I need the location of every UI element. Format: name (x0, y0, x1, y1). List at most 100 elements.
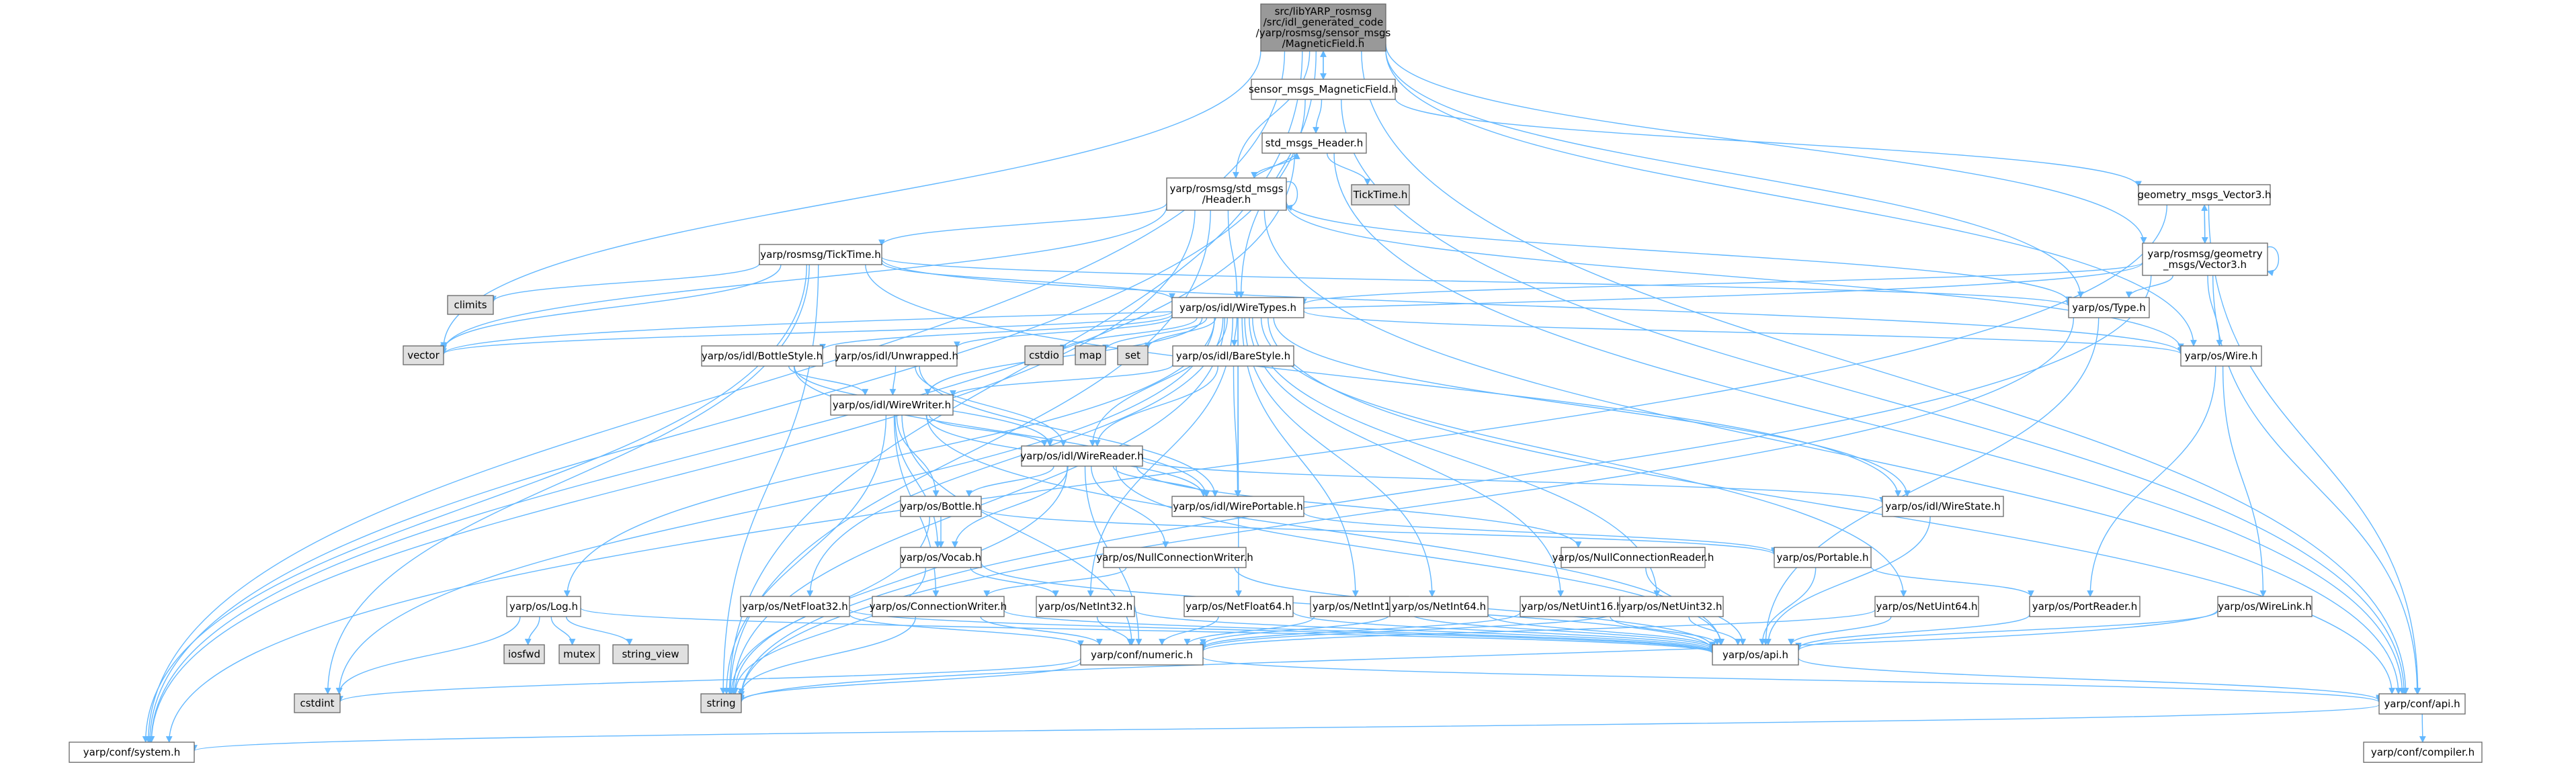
node-confapi[interactable]: yarp/conf/api.h (2378, 693, 2466, 715)
node-netint32[interactable]: yarp/os/NetInt32.h (1036, 596, 1135, 617)
include-edge-rosmsg_header-to-oswire (1286, 204, 2184, 351)
node-label: std_msgs_Header.h (1265, 137, 1364, 150)
node-rosmsg_ticktime[interactable]: yarp/rosmsg/TickTime.h (759, 244, 882, 265)
include-edge-osbottle-to-osportable (981, 508, 1778, 555)
include-edge-wiretypes-to-netfloat32 (806, 317, 1224, 597)
include-edge-netint16-to-osapi (1408, 612, 1716, 651)
include-edge-wiretypes-to-cstdio (1060, 317, 1198, 351)
node-confnumeric[interactable]: yarp/conf/numeric.h (1080, 644, 1204, 666)
node-std_hdr[interactable]: std_msgs_Header.h (1261, 132, 1367, 154)
include-edge-connwriter-to-osapi (1003, 610, 1716, 654)
node-label: yarp/os/NetUint32.h (1620, 600, 1722, 613)
node-box (1351, 184, 1410, 206)
include-edge-root-to-string (726, 50, 1303, 694)
node-label: TickTime.h (1353, 189, 1408, 201)
include-edge-barestyle-to-wirereader (1093, 365, 1218, 447)
node-box (835, 345, 958, 367)
node-oslog[interactable]: yarp/os/Log.h (506, 596, 581, 617)
node-box (506, 596, 581, 617)
node-box (1021, 445, 1143, 467)
node-box (69, 742, 195, 763)
include-edge-osapi-to-confapi (1798, 658, 2382, 702)
node-label: yarp/os/Wire.h (2185, 350, 2258, 362)
include-edge-connwriter-to-string (738, 616, 917, 695)
node-netint64[interactable]: yarp/os/NetInt64.h (1389, 596, 1489, 617)
node-label: yarp/os/idl/Unwrapped.h (835, 350, 958, 362)
include-edge-wireportable-to-osportable (1303, 511, 1778, 554)
include-edge-netfloat64-to-confnumeric (1159, 616, 1219, 645)
node-label: yarp/os/idl/WireReader.h (1020, 450, 1144, 462)
include-edge-confapi-to-confcompiler (2419, 713, 2426, 743)
node-wirewriter[interactable]: yarp/os/idl/WireWriter.h (830, 394, 954, 416)
include-edge-rosmsg_ticktime-to-string (720, 264, 819, 694)
include-edge-oslog-to-iosfwd (524, 616, 540, 645)
node-box (872, 596, 1005, 617)
node-label: yarp/os/NetFloat64.h (1186, 600, 1292, 613)
node-vocab[interactable]: yarp/os/Vocab.h (900, 547, 982, 568)
node-wiretypes[interactable]: yarp/os/idl/WireTypes.h (1171, 297, 1304, 318)
node-oswire[interactable]: yarp/os/Wire.h (2180, 345, 2262, 367)
node-rosmsg_header[interactable]: yarp/rosmsg/std_msgs/Header.h (1166, 177, 1287, 211)
node-wireportable[interactable]: yarp/os/idl/WirePortable.h (1171, 496, 1304, 517)
node-wirestate[interactable]: yarp/os/idl/WireState.h (1882, 496, 2004, 517)
node-wirereader[interactable]: yarp/os/idl/WireReader.h (1020, 445, 1144, 467)
include-edge-rosmsg_header-to-rosmsg_ticktime (878, 203, 1167, 246)
node-osapi[interactable]: yarp/os/api.h (1712, 644, 1799, 666)
include-edge-netuint16-to-osapi (1610, 616, 1720, 645)
node-geom_hdr[interactable]: geometry_msgs_Vector3.h (2137, 184, 2272, 206)
node-label: /MagneticField.h (1282, 38, 1365, 50)
node-label: yarp/conf/system.h (83, 746, 181, 758)
node-label: yarp/conf/compiler.h (2371, 746, 2475, 758)
node-box (2180, 345, 2262, 367)
node-box (700, 693, 742, 713)
node-netuint16[interactable]: yarp/os/NetUint16.h (1520, 596, 1624, 617)
include-edge-bottlestyle-to-wireportable (793, 365, 1210, 497)
node-box (1774, 547, 1872, 568)
node-root[interactable]: src/libYARP_rosmsg/src/idl_generated_cod… (1256, 3, 1391, 52)
node-netfloat32[interactable]: yarp/os/NetFloat32.h (740, 596, 850, 617)
node-confcompiler[interactable]: yarp/conf/compiler.h (2363, 742, 2483, 763)
node-bottlestyle[interactable]: yarp/os/idl/BottleStyle.h (701, 345, 823, 367)
node-netfloat64[interactable]: yarp/os/NetFloat64.h (1183, 596, 1294, 617)
node-connwriter[interactable]: yarp/os/ConnectionWriter.h (870, 596, 1007, 617)
node-unwrapped[interactable]: yarp/os/idl/Unwrapped.h (835, 345, 958, 367)
node-box (1882, 496, 2004, 517)
include-edge-wirereader-to-wirestate (1142, 459, 1886, 504)
node-box (1080, 644, 1204, 666)
node-sensor_hdr[interactable]: sensor_msgs_MagneticField.h (1249, 79, 1398, 100)
node-portreader[interactable]: yarp/os/PortReader.h (2029, 596, 2141, 617)
node-netuint32[interactable]: yarp/os/NetUint32.h (1619, 596, 1724, 617)
node-label: yarp/os/NetInt32.h (1038, 600, 1132, 613)
include-edge-wirelink-to-osapi (1795, 610, 2218, 652)
include-edge-wirewriter-to-wirereader (929, 414, 1048, 447)
include-edge-geom_hdr-to-confapi (2208, 204, 2421, 694)
node-wirelink[interactable]: yarp/os/WireLink.h (2217, 596, 2313, 617)
node-rosmsg_vector3[interactable]: yarp/rosmsg/geometry_msgs/Vector3.h (2142, 242, 2268, 276)
node-osbottle[interactable]: yarp/os/Bottle.h (900, 496, 982, 517)
node-box (1261, 132, 1367, 154)
node-label: yarp/os/idl/BareStyle.h (1176, 350, 1290, 362)
include-edge-ostype-to-string (738, 317, 2075, 699)
node-label: yarp/os/NullConnectionWriter.h (1096, 551, 1253, 564)
node-label: string_view (622, 648, 679, 661)
node-box (447, 295, 494, 315)
node-osportable[interactable]: yarp/os/Portable.h (1774, 547, 1872, 568)
node-barestyle[interactable]: yarp/os/idl/BareStyle.h (1172, 345, 1294, 367)
include-edge-netint32-to-osapi (1134, 609, 1716, 653)
node-box (2142, 242, 2268, 276)
include-edge-confnumeric-to-confapi (1202, 656, 2382, 703)
node-box (2378, 693, 2466, 715)
include-edge-nullconnwriter-to-connwriter (983, 567, 1127, 597)
include-edge-wiretypes-to-wirewriter (924, 317, 1203, 396)
include-edge-wiretypes-to-wirestate (1273, 317, 1911, 497)
node-netuint64[interactable]: yarp/os/NetUint64.h (1874, 596, 1979, 617)
node-label: yarp/os/Portable.h (1777, 551, 1869, 564)
node-ostype[interactable]: yarp/os/Type.h (2068, 297, 2150, 318)
node-nullconnreader[interactable]: yarp/os/NullConnectionReader.h (1552, 547, 1714, 568)
include-edge-barestyle-to-wireportable (1233, 365, 1241, 497)
node-set: set (1117, 345, 1149, 365)
node-nullconnwriter[interactable]: yarp/os/NullConnectionWriter.h (1096, 547, 1253, 568)
node-box (2138, 184, 2271, 206)
node-map: map (1075, 345, 1106, 365)
node-confsystem[interactable]: yarp/conf/system.h (69, 742, 195, 763)
